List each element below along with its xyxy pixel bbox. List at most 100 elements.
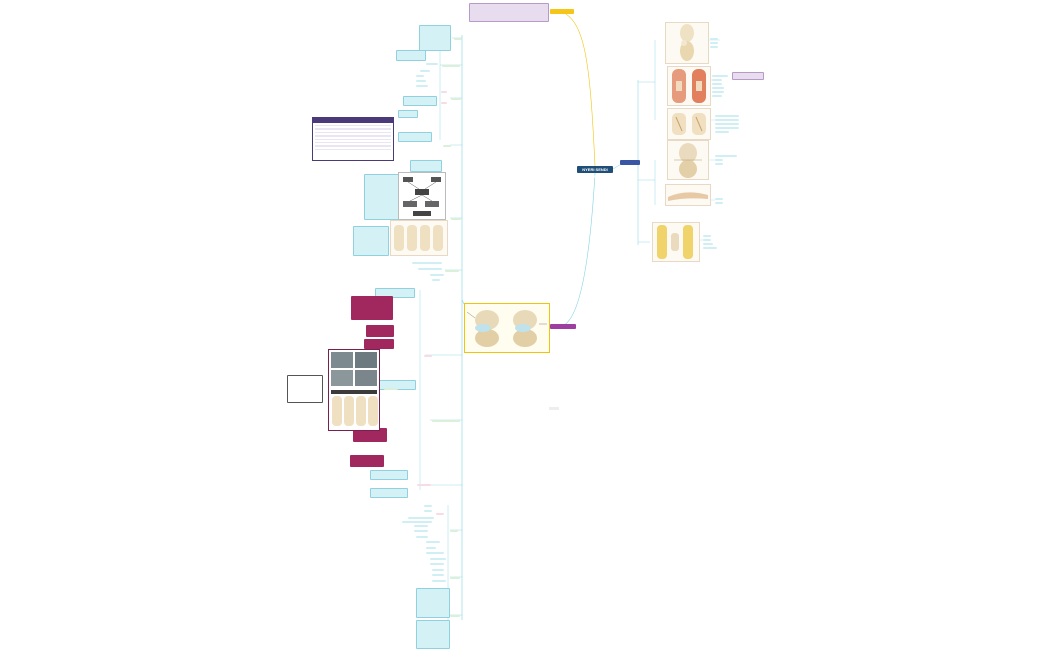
right-leaf	[712, 95, 722, 97]
magenta-note	[366, 325, 394, 337]
right-leaf	[712, 91, 724, 93]
right-leaf	[715, 155, 737, 157]
left-note	[398, 110, 418, 118]
right-leaf	[715, 119, 739, 121]
left-leaf	[442, 65, 460, 67]
branch-bottom-tag[interactable]	[550, 324, 576, 329]
branch-right-tag[interactable]	[620, 160, 640, 165]
right-leaf	[703, 239, 711, 241]
flow-diagram	[398, 172, 446, 220]
knee-ligament-image	[667, 108, 711, 140]
right-leaf	[715, 202, 723, 204]
left-leaf	[445, 270, 459, 272]
left-leaf	[451, 218, 461, 220]
right-leaf	[703, 247, 717, 249]
left-leaf	[441, 91, 447, 93]
left-leaf	[417, 484, 431, 486]
left-leaf	[430, 274, 444, 276]
left-note	[353, 226, 389, 256]
right-leaf	[715, 115, 739, 117]
left-leaf	[426, 547, 436, 549]
left-note	[416, 620, 450, 649]
right-leaf	[703, 243, 713, 245]
knee-xray-illustration	[464, 303, 550, 353]
left-leaf	[414, 525, 428, 527]
left-leaf	[451, 98, 461, 100]
knee-joint-image	[667, 140, 709, 180]
right-leaf	[710, 38, 718, 40]
left-leaf	[450, 530, 458, 532]
left-leaf	[418, 268, 442, 270]
left-leaf	[426, 63, 438, 65]
left-leaf	[424, 505, 432, 507]
magenta-note	[350, 455, 384, 467]
right-leaf	[703, 235, 711, 237]
knee-nerve-image	[652, 222, 700, 262]
right-leaf	[715, 127, 739, 129]
left-leaf	[432, 569, 444, 571]
left-leaf	[412, 262, 442, 264]
left-leaf	[441, 102, 447, 104]
left-leaf	[432, 279, 440, 281]
branch-top-tag[interactable]	[550, 9, 574, 14]
right-leaf	[712, 83, 722, 85]
left-note	[375, 288, 415, 298]
right-leaf	[715, 131, 729, 133]
left-note	[370, 488, 408, 498]
left-leaf	[454, 38, 462, 40]
magenta-note	[353, 428, 387, 442]
left-note	[416, 588, 450, 618]
left-leaf	[416, 536, 428, 538]
left-note	[370, 470, 408, 480]
left-leaf	[408, 517, 434, 519]
right-leaf	[715, 163, 723, 165]
left-leaf	[424, 355, 432, 357]
left-leaf	[432, 420, 460, 422]
right-leaf	[710, 42, 718, 44]
left-note	[396, 50, 426, 61]
left-leaf	[416, 85, 428, 87]
left-leaf	[426, 541, 440, 543]
left-white-note	[287, 375, 323, 403]
left-note	[410, 160, 442, 172]
left-leaf	[450, 577, 460, 579]
xray-image-block	[328, 349, 380, 431]
left-leaf	[426, 552, 444, 554]
right-leaf	[715, 159, 723, 161]
right-leaf	[715, 123, 739, 125]
knee-bone-image	[665, 22, 709, 64]
left-leaf	[384, 388, 398, 390]
right-leaf	[712, 79, 722, 81]
floating-label	[549, 407, 559, 410]
knee-stage-image	[390, 220, 448, 256]
left-note	[398, 132, 432, 142]
left-note	[364, 174, 400, 220]
left-leaf	[430, 558, 446, 560]
central-topic[interactable]: NYERI SENDI LUTUT	[577, 166, 613, 179]
left-leaf	[432, 580, 446, 582]
right-leaf	[715, 198, 723, 200]
right-leaf	[712, 87, 724, 89]
left-leaf	[443, 145, 451, 147]
magenta-note	[364, 339, 394, 349]
left-leaf	[432, 574, 444, 576]
left-note	[419, 25, 451, 51]
left-leaf	[424, 510, 432, 512]
right-leaf	[710, 46, 718, 48]
leg-side-image	[665, 184, 711, 206]
left-leaf	[416, 80, 426, 82]
left-leaf	[416, 75, 424, 77]
left-leaf	[420, 70, 430, 72]
right-leaf	[712, 75, 728, 77]
right-note	[732, 72, 764, 80]
left-leaf	[450, 615, 460, 617]
knee-muscle-image	[667, 66, 711, 106]
magenta-note	[351, 296, 393, 320]
left-leaf	[430, 563, 444, 565]
left-note	[403, 96, 437, 106]
classification-table	[312, 117, 394, 161]
left-leaf	[436, 513, 444, 515]
left-leaf	[402, 521, 432, 523]
top-summary-note	[469, 3, 549, 22]
